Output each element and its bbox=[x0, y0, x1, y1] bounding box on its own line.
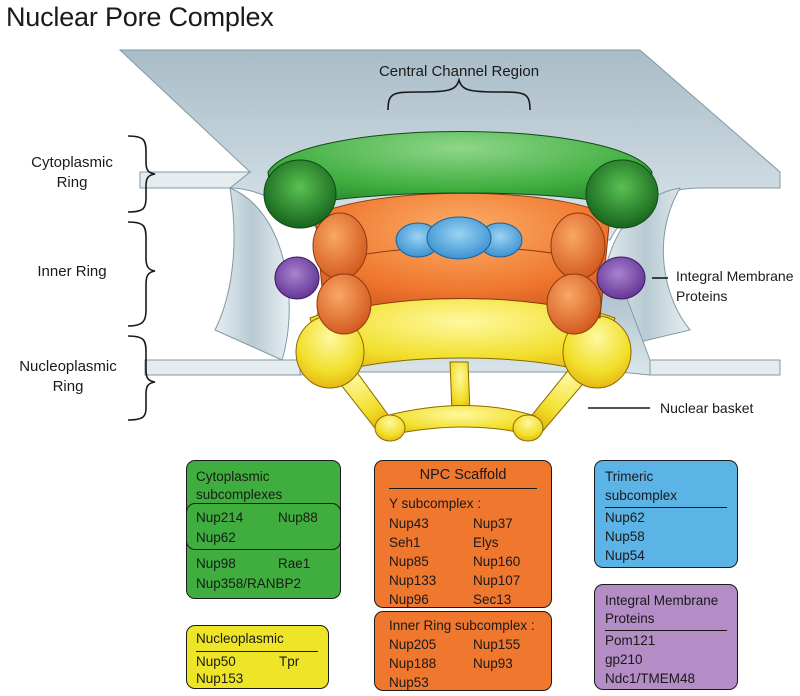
nup214-group bbox=[186, 503, 341, 550]
nucleoplasmic-box: Nucleoplasmic Nup50 Tpr Nup153 bbox=[186, 625, 329, 689]
page-title: Nuclear Pore Complex bbox=[6, 2, 274, 32]
nuclear-basket-label: Nuclear basket bbox=[660, 400, 754, 416]
annotation-lines bbox=[127, 77, 668, 421]
cytoplasmic-subcomplexes-box: Cytoplasmic subcomplexes Nup214 Nup88 Nu… bbox=[186, 460, 341, 599]
cytoplasmic-ring bbox=[263, 131, 659, 229]
central-channel-label: Central Channel Region bbox=[378, 63, 540, 80]
integral-membrane-proteins bbox=[274, 256, 646, 300]
inner-ring-subcomplex-box: Inner Ring subcomplex : Nup205 Nup188 Nu… bbox=[374, 611, 552, 691]
integral-membrane-proteins-box: Integral Membrane Proteins Pom121 gp210 … bbox=[594, 584, 738, 690]
npc-scaffold-box: NPC Scaffold Y subcomplex : Nup43 Seh1 N… bbox=[374, 460, 552, 608]
cytoplasmic-ring-label: Cytoplasmic Ring bbox=[31, 154, 113, 191]
trimeric-subcomplex-box: Trimeric subcomplex Nup62 Nup58 Nup54 bbox=[594, 460, 738, 568]
central-channel bbox=[395, 216, 523, 260]
integral-membrane-label: Integral Membrane Proteins bbox=[676, 268, 794, 304]
nucleoplasmic-ring-label: Nucleoplasmic Ring bbox=[19, 358, 117, 395]
inner-ring-label: Inner Ring bbox=[37, 263, 107, 280]
npc-illustration bbox=[118, 49, 781, 442]
